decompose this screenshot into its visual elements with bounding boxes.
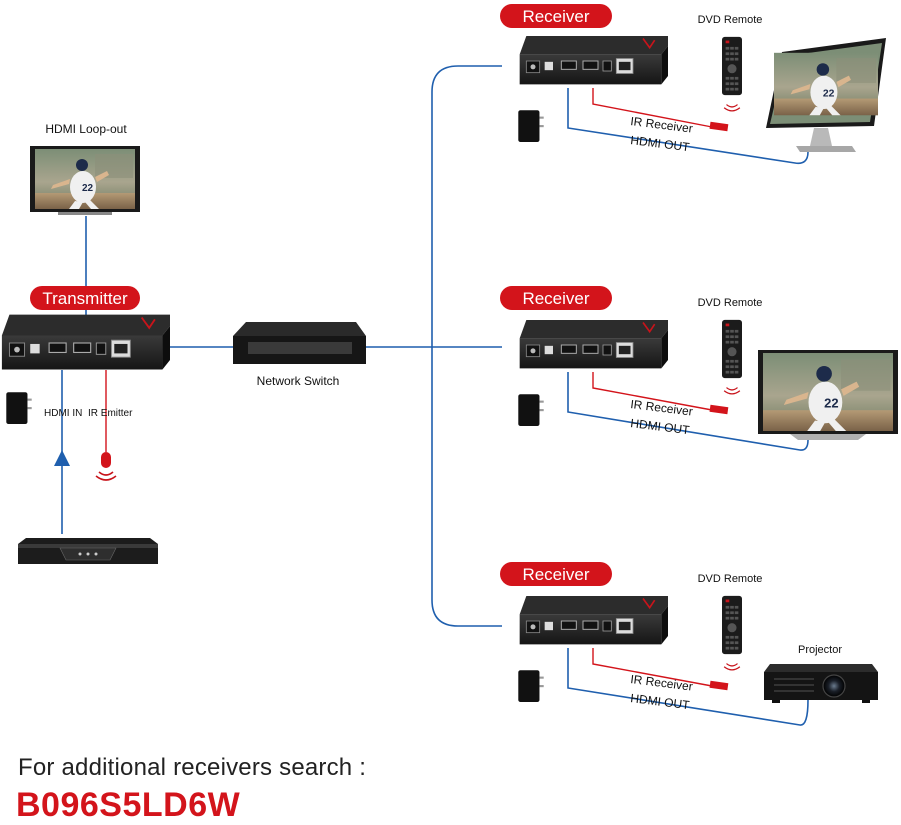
receiver-3-title: Receiver [522, 565, 589, 584]
transmitter-badge: Transmitter [30, 286, 140, 310]
receiver-2-remote [722, 319, 742, 379]
receiver-2-title: Receiver [522, 289, 589, 308]
receiver-2: Receiver DVD Remote IR Receiver HDMI OUT [500, 286, 898, 440]
receiver-1-power-adapter [518, 110, 544, 142]
loopout-label: HDMI Loop-out [45, 122, 127, 136]
receiver-3-remote [722, 595, 742, 655]
receiver-2-out-label: HDMI OUT [630, 416, 691, 437]
receiver-3-box [518, 596, 670, 646]
receiver-3-display-projector: Projector [764, 644, 878, 703]
receiver-2-power-adapter [518, 394, 544, 426]
cable-trunk-to-receiver-1 [431, 65, 502, 627]
receiver-1-box [518, 36, 670, 86]
ir-cables [105, 88, 713, 687]
receiver-3-remote-label: DVD Remote [698, 573, 763, 585]
projector-label: Projector [798, 644, 842, 656]
receiver-1-title: Receiver [522, 7, 589, 26]
receiver-1-ir-sensor [709, 121, 729, 132]
network-switch: Network Switch [233, 322, 366, 388]
network-cables [54, 65, 809, 726]
receiver-1-out-label: HDMI OUT [630, 133, 691, 154]
receiver-3: Receiver DVD Remote IR Receiver HDMI OUT… [500, 562, 878, 712]
transmitter-box [0, 314, 170, 371]
receiver-3-out-label: HDMI OUT [630, 691, 691, 712]
switch-label: Network Switch [257, 374, 340, 388]
receiver-3-ir-sensor [709, 680, 729, 691]
transmitter-power-adapter [6, 392, 32, 424]
receiver-2-remote-label: DVD Remote [698, 297, 763, 309]
receiver-1-remote-label: DVD Remote [698, 14, 763, 26]
footer-asin: B096S5LD6W [16, 786, 241, 824]
receiver-3-ir-label: IR Receiver [630, 672, 694, 694]
ir-emitter [95, 452, 117, 481]
hdmi-in-label: HDMI IN [44, 408, 82, 419]
receiver-2-ir-sensor [709, 404, 729, 415]
cable-hdmi-out-2 [567, 372, 809, 451]
ir-emitter-label: IR Emitter [88, 408, 133, 419]
transmitter-title: Transmitter [42, 289, 128, 308]
receiver-2-box [518, 320, 670, 370]
cable-hdmi-out-3 [567, 648, 809, 726]
receiver-1-remote [722, 36, 742, 96]
receiver-1-display-tv [766, 38, 886, 152]
cable-hdmi-out-1 [567, 88, 809, 165]
receiver-1-ir-label: IR Receiver [630, 114, 694, 136]
receiver-3-power-adapter [518, 670, 544, 702]
receiver-2-ir-label: IR Receiver [630, 397, 694, 419]
receiver-2-display-tv [758, 350, 898, 440]
loopout-tv: HDMI Loop-out [30, 122, 140, 215]
receiver-1: Receiver DVD Remote IR Receiver HDMI OUT [500, 4, 886, 154]
footer-search-text: For additional receivers search : [18, 754, 367, 781]
dvr-source-device [18, 538, 158, 564]
